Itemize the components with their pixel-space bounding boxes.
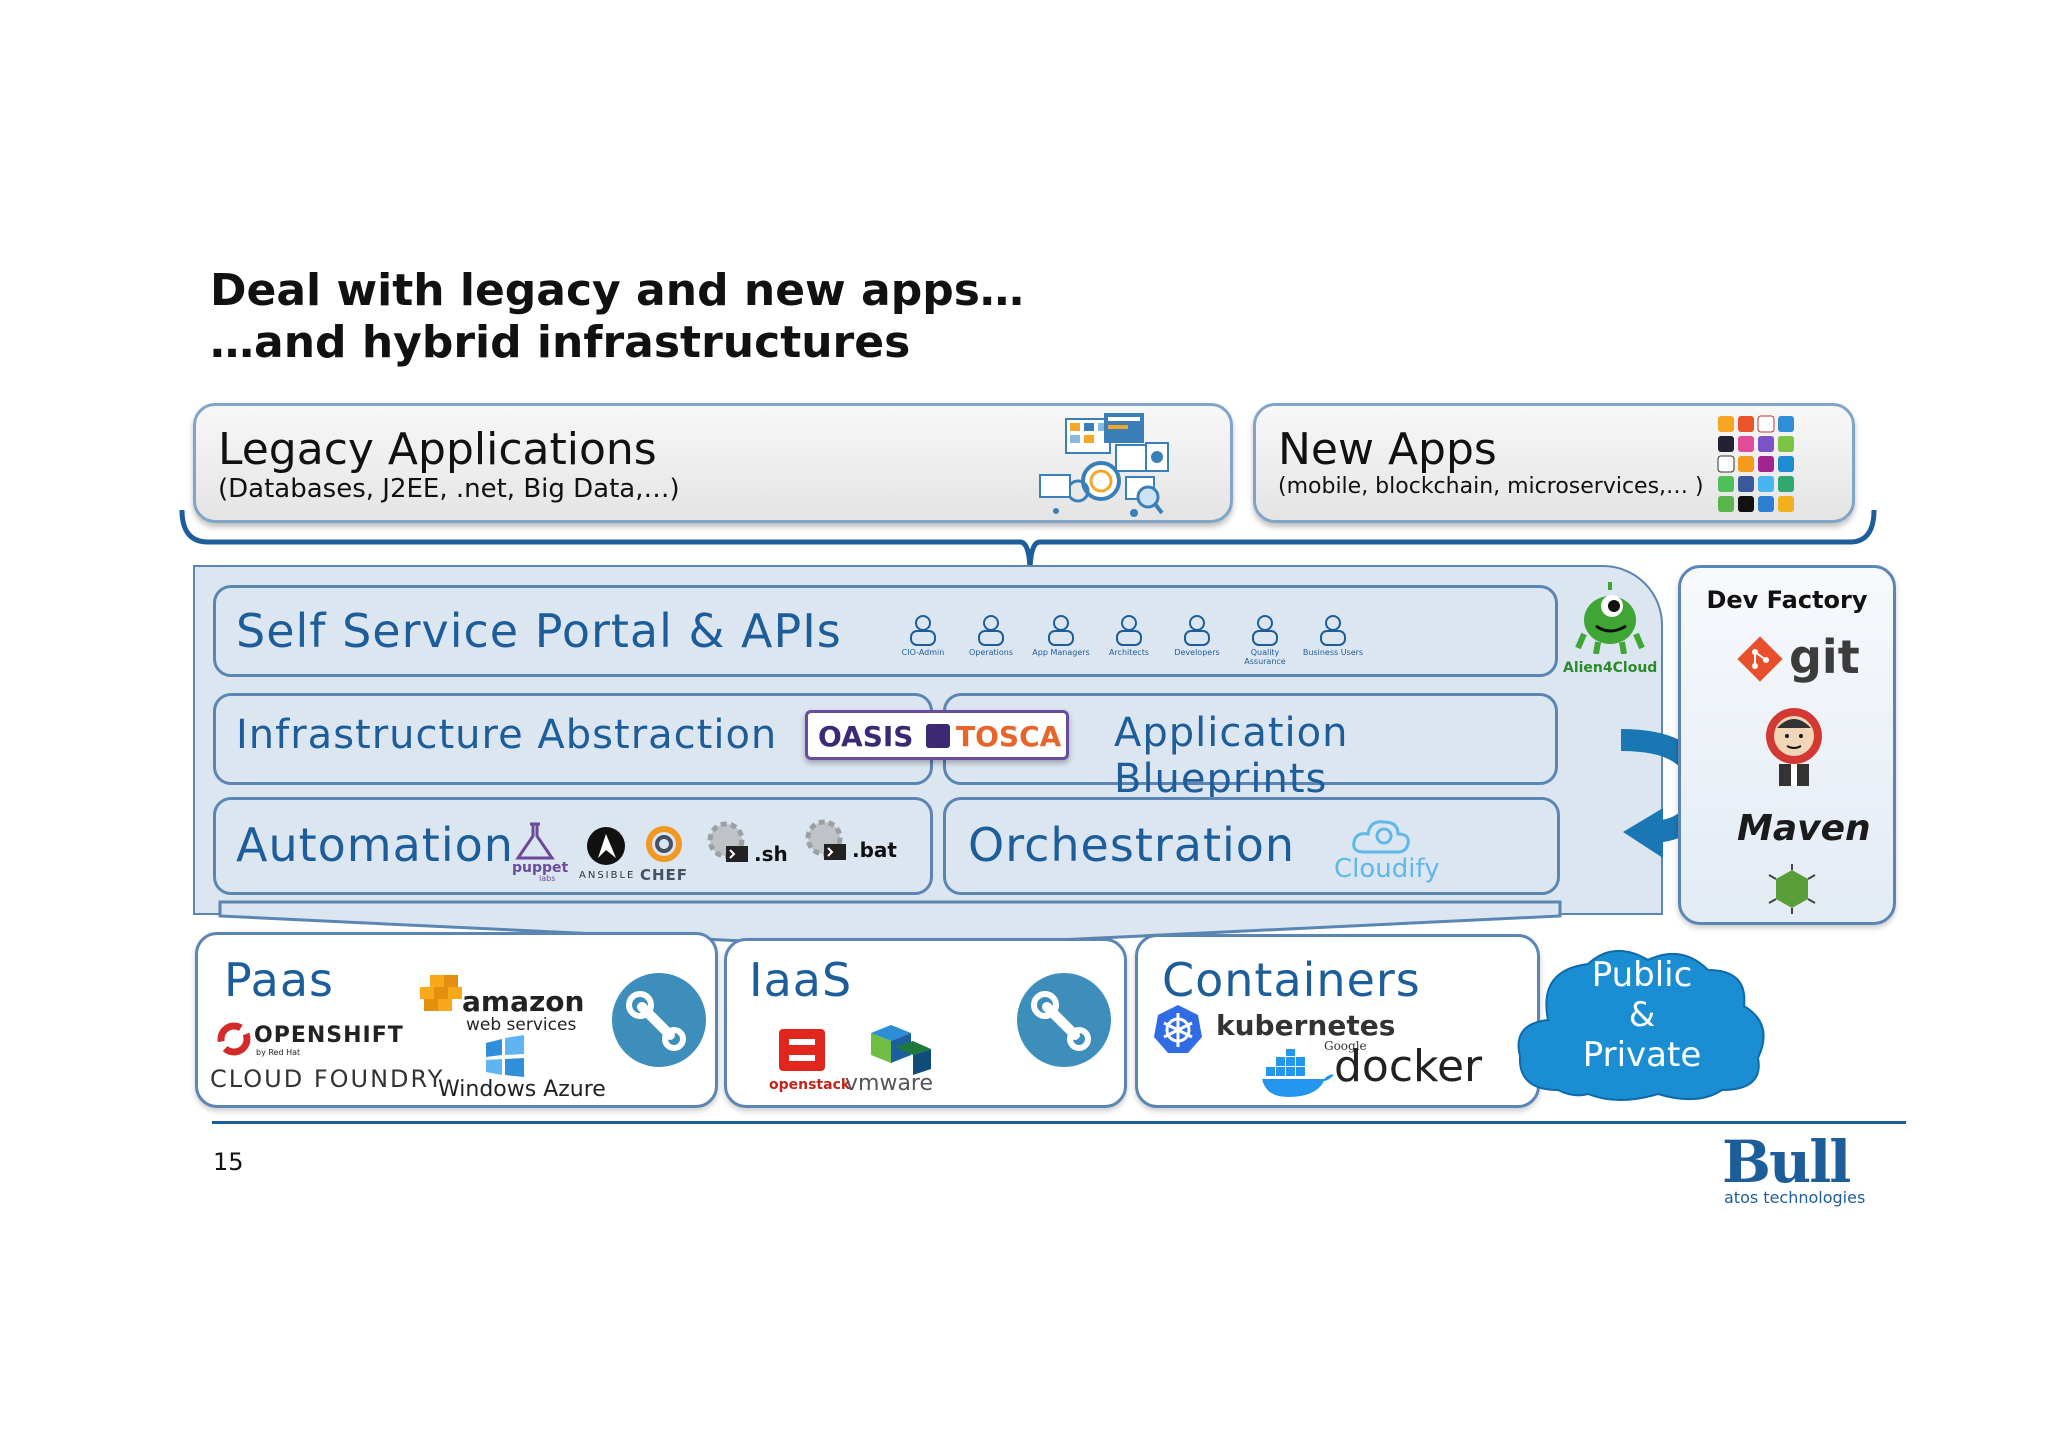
jenkins-butler-icon (1766, 708, 1822, 786)
user-role-business-users: Business Users (1298, 614, 1368, 657)
kubernetes-label: kubernetes (1216, 1009, 1396, 1042)
iaas-box: IaaS openstack vmware (724, 938, 1127, 1108)
vmware-cubes-icon (871, 1025, 931, 1075)
platform-funnel (218, 900, 1562, 950)
git-logo-icon (1737, 636, 1783, 682)
iaas-title: IaaS (749, 953, 853, 1007)
new-apps-subtitle: (mobile, blockchain, microservices,… ) (1278, 474, 1704, 499)
shell-script-gear-icon (707, 821, 748, 862)
orchestration-layer[interactable]: Orchestration Cloudify (943, 797, 1560, 895)
kubernetes-wheel-icon (1154, 1005, 1202, 1053)
bull-logo-sub: atos technologies (1724, 1188, 1866, 1207)
infrastructure-abstraction-layer[interactable]: Infrastructure Abstraction (213, 693, 933, 785)
paas-title: Paas (224, 953, 335, 1007)
legacy-apps-illustration-icon (1039, 413, 1169, 517)
slide-title: Deal with legacy and new apps… …and hybr… (210, 265, 1024, 369)
openshift-logo-icon (217, 1022, 251, 1056)
amazon-boxes-icon (420, 975, 462, 1011)
sh-label: .sh (754, 842, 788, 866)
public-private-cloud-text: Public & Private (1508, 955, 1776, 1075)
user-role-cio-admin: CIO-Admin (888, 614, 958, 657)
puppet-sub-label: labs (539, 874, 556, 883)
google-label: Google (1324, 1039, 1367, 1053)
paas-box: Paas OPENSHIFT by Red Hat CLOUD FOUNDRY … (195, 932, 718, 1108)
git-label: git (1789, 630, 1860, 684)
new-apps-card: New Apps (mobile, blockchain, microservi… (1253, 403, 1855, 523)
nexus-hexagon-icon (1768, 864, 1816, 914)
new-apps-title: New Apps (1278, 424, 1497, 475)
iaas-wrench-icon (1017, 973, 1111, 1067)
dev-factory-title: Dev Factory (1706, 586, 1868, 614)
user-role-developers: Developers (1162, 614, 1232, 657)
user-role-quality-assurance: Quality Assurance (1230, 614, 1300, 666)
openstack-logo-icon (779, 1029, 825, 1071)
aws-sub-label: web services (466, 1015, 577, 1035)
containers-title: Containers (1162, 953, 1421, 1007)
puppet-label: puppet (512, 860, 569, 876)
application-blueprints-title: Application Blueprints (1114, 710, 1349, 802)
cloud-line-private: Private (1582, 1035, 1702, 1075)
automation-title: Automation (236, 818, 514, 872)
user-role-architects: Architects (1094, 614, 1164, 657)
orchestration-title: Orchestration (968, 818, 1296, 872)
cloud-line-ampersand: & (1628, 995, 1656, 1035)
windows-azure-label: Windows Azure (438, 1077, 606, 1102)
bull-logo: Bull (1722, 1128, 1851, 1196)
cloud-line-public: Public (1591, 955, 1693, 995)
oasis-label: OASIS (818, 720, 914, 753)
paas-wrench-icon (612, 973, 706, 1067)
tosca-label: TOSCA (956, 720, 1062, 753)
legacy-apps-title: Legacy Applications (218, 424, 657, 475)
legacy-apps-card: Legacy Applications (Databases, J2EE, .n… (193, 403, 1233, 523)
title-line-2: …and hybrid infrastructures (210, 317, 911, 368)
alien4cloud-logo-icon (1575, 582, 1645, 654)
tosca-separator-icon (926, 724, 950, 748)
docker-whale-icon (1262, 1049, 1334, 1097)
ansible-label: ANSIBLE (579, 870, 636, 881)
containers-box: Containers kubernetes Google docker (1135, 934, 1540, 1108)
page-number: 15 (213, 1148, 244, 1176)
alien4cloud-label: Alien4Cloud (1563, 660, 1658, 676)
user-role-app-managers: App Managers (1026, 614, 1096, 657)
bat-label: .bat (852, 838, 897, 862)
oasis-tosca-badge: OASIS TOSCA (805, 710, 1069, 760)
infrastructure-abstraction-title: Infrastructure Abstraction (236, 712, 778, 758)
legacy-apps-subtitle: (Databases, J2EE, .net, Big Data,…) (218, 474, 680, 504)
chef-label: CHEF (640, 866, 689, 884)
ansible-logo-icon (587, 827, 625, 865)
chef-logo-icon (646, 826, 682, 862)
cloud-foundry-label: CLOUD FOUNDRY (210, 1065, 445, 1093)
batch-script-gear-icon (805, 819, 846, 860)
windows-azure-icon (486, 1035, 524, 1077)
vmware-label: vmware (845, 1071, 934, 1096)
cloudify-cloud-icon (1352, 820, 1410, 854)
public-private-cloud-shape (1517, 949, 1765, 1101)
self-service-portal-title: Self Service Portal & APIs (236, 604, 842, 658)
maven-label: Maven (1737, 808, 1871, 849)
cloudify-label: Cloudify (1334, 854, 1440, 884)
user-role-operations: Operations (956, 614, 1026, 657)
dev-factory-panel: Dev Factory git Maven (1678, 565, 1896, 925)
amazon-label: amazon (462, 985, 585, 1018)
openshift-label: OPENSHIFT (254, 1023, 404, 1048)
self-service-portal-layer[interactable]: Self Service Portal & APIs CIO-Admin Ope… (213, 585, 1558, 677)
footer-divider (212, 1121, 1906, 1124)
automation-layer[interactable]: Automation puppet labs ANSIBLE CHEF .sh … (213, 797, 933, 895)
title-line-1: Deal with legacy and new apps… (210, 265, 1024, 316)
openshift-sub-label: by Red Hat (256, 1048, 301, 1057)
app-icons-grid-icon (1717, 415, 1794, 512)
openstack-label: openstack (769, 1077, 851, 1093)
puppet-flask-icon (515, 822, 555, 860)
docker-label: docker (1334, 1041, 1483, 1092)
